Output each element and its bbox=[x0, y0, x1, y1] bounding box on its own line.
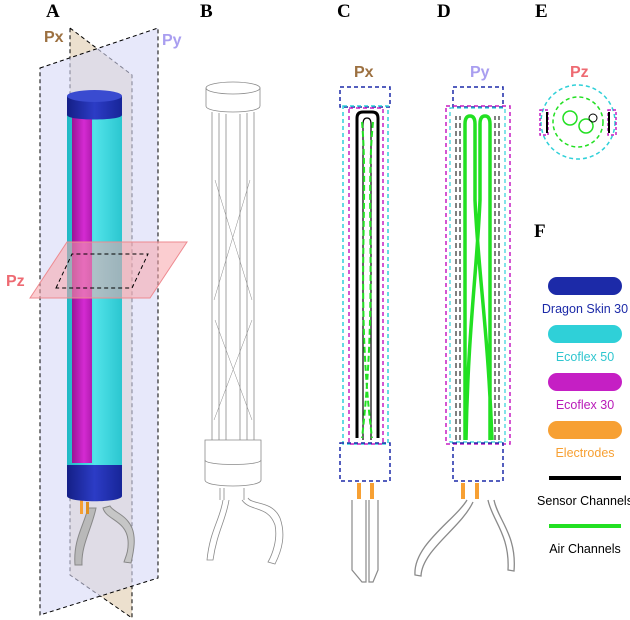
d-air-channels bbox=[463, 114, 494, 441]
panel-letter-a: A bbox=[46, 1, 60, 22]
panel-c-px-section: Px bbox=[339, 64, 391, 583]
legend-label-electrodes: Electrodes bbox=[555, 446, 614, 460]
bottom-cap bbox=[67, 462, 122, 502]
e-air-outer bbox=[552, 96, 604, 148]
d-ecoflex30-outline bbox=[445, 105, 511, 445]
panel-e-pz-section: Pz bbox=[539, 64, 617, 160]
panel-letter-d: D bbox=[437, 1, 451, 22]
panel-d-title: Py bbox=[470, 64, 490, 81]
legend-label-dragon-skin-30: Dragon Skin 30 bbox=[542, 302, 628, 316]
e-sensor-point bbox=[588, 113, 598, 123]
wire-top-face bbox=[205, 81, 261, 95]
c-sensor-inner bbox=[362, 117, 372, 440]
c-bottom-cap bbox=[339, 442, 391, 482]
panel-d-py-section: Py bbox=[414, 64, 515, 577]
legend-label-air-channels: Air Channels bbox=[549, 542, 621, 556]
legend-swatch-electrodes bbox=[548, 421, 622, 439]
wire-top-cap bbox=[205, 88, 261, 113]
panel-letter-b: B bbox=[200, 1, 213, 22]
d-electrode-2 bbox=[475, 483, 479, 499]
px-label: Px bbox=[44, 29, 64, 46]
d-bottom-cap bbox=[452, 442, 504, 482]
electrode-a1 bbox=[80, 500, 83, 514]
panel-b-wireframe bbox=[204, 81, 284, 565]
pz-plane bbox=[29, 241, 188, 299]
tubing-right bbox=[102, 505, 135, 564]
e-ecoflex50-outline bbox=[540, 84, 616, 160]
e-sensor-channels bbox=[546, 112, 610, 133]
c-electrode-2 bbox=[370, 483, 374, 499]
panel-letter-e: E bbox=[535, 1, 548, 22]
legend-panel: Dragon Skin 30 Ecoflex 50 Ecoflex 30 Electr… bbox=[537, 277, 630, 556]
e-ecoflex30-right bbox=[607, 109, 617, 136]
pz-plane-section bbox=[55, 253, 149, 289]
py-label: Py bbox=[162, 32, 182, 49]
panel-e-title: Pz bbox=[570, 64, 589, 81]
c-tubing bbox=[351, 500, 379, 583]
c-electrode-1 bbox=[357, 483, 361, 499]
legend-label-ecoflex-30: Ecoflex 30 bbox=[556, 398, 614, 412]
legend-label-ecoflex-50: Ecoflex 50 bbox=[556, 350, 614, 364]
d-tubing-left bbox=[414, 499, 474, 577]
panel-letter-f: F bbox=[534, 221, 546, 242]
c-air-channels bbox=[361, 121, 374, 439]
wire-rods bbox=[211, 112, 255, 440]
d-ecoflex50-outline bbox=[449, 107, 506, 443]
d-top-cap bbox=[452, 86, 504, 108]
e-air-channel-2 bbox=[578, 118, 594, 134]
wire-bottom-ring bbox=[204, 459, 262, 465]
wire-channels bbox=[213, 179, 253, 421]
legend-swatch-ecoflex-50 bbox=[548, 325, 622, 343]
d-electrode-1 bbox=[461, 483, 465, 499]
e-air-channel-1 bbox=[562, 110, 578, 126]
tubing-left bbox=[74, 507, 97, 566]
panel-a-3d-view: Px Py Pz bbox=[6, 26, 188, 619]
c-ecoflex30-outline bbox=[348, 107, 384, 445]
c-top-cap bbox=[339, 86, 391, 108]
wire-electrodes bbox=[219, 488, 245, 500]
c-sensor-channel bbox=[355, 110, 380, 438]
top-cap-face bbox=[67, 90, 122, 102]
panel-letter-c: C bbox=[337, 1, 351, 22]
d-tubing-right bbox=[487, 499, 515, 572]
legend-label-sensor-channels: Sensor Channels bbox=[537, 494, 630, 508]
pz-label: Pz bbox=[6, 273, 25, 290]
legend-swatch-dragon-skin-30 bbox=[548, 277, 622, 295]
wire-tube-left bbox=[206, 499, 230, 561]
electrode-a2 bbox=[86, 502, 89, 514]
legend-swatch-ecoflex-30 bbox=[548, 373, 622, 391]
wire-tube-right bbox=[241, 497, 284, 565]
d-sensor-lines bbox=[455, 116, 500, 440]
c-ecoflex50-outline bbox=[342, 105, 389, 445]
panel-c-title: Px bbox=[354, 64, 374, 81]
top-cap-side bbox=[67, 96, 122, 120]
